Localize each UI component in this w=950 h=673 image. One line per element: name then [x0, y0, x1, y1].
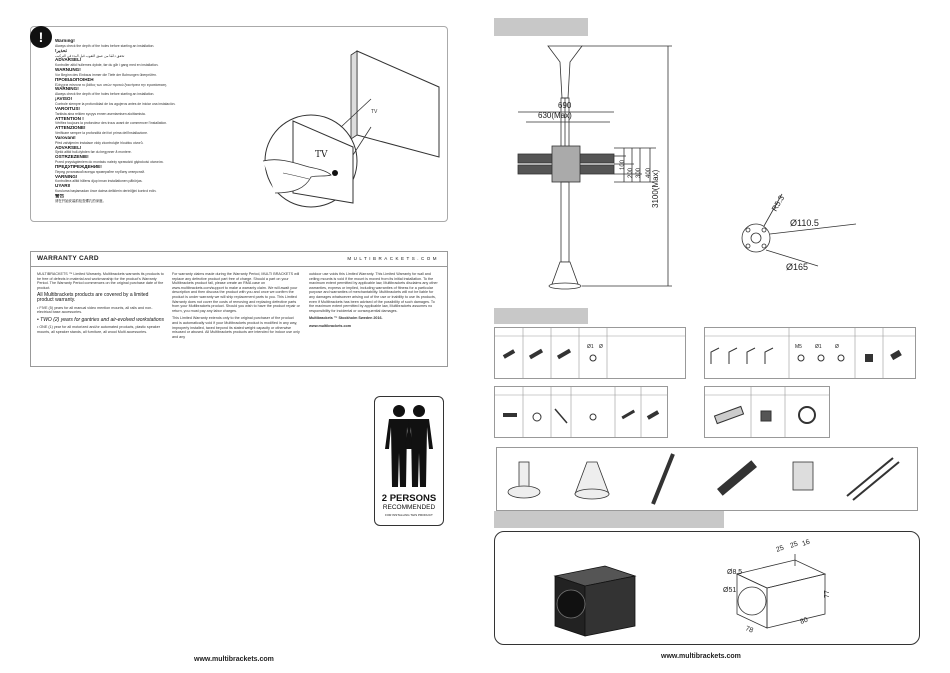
hardware-table-4 — [704, 386, 830, 438]
warning-heading: !تحذير — [55, 48, 67, 53]
washer-label-4: Ø — [835, 344, 839, 350]
warning-line: Controle siempre la profundidad de los a… — [55, 101, 176, 106]
warning-heading: ¡AVISO! — [55, 97, 73, 102]
two-persons-icon — [385, 405, 433, 487]
warning-heading: UYARI! — [55, 184, 71, 189]
dimension-drawing: 690 630(Max) 3100(Max) 100 200 300 400 R… — [517, 45, 857, 290]
dim-16: 16 — [801, 539, 811, 548]
warranty-paragraph: • FIVE (5) years for all manual video me… — [37, 305, 153, 315]
warning-line: تحقق دائمًا من عمق الثقوب قبل البدء في ا… — [55, 53, 125, 58]
warning-heading: ПРЕДУПРЕЖДЕНИЕ! — [55, 164, 102, 169]
warranty-url: www.multibrackets.com — [309, 323, 352, 328]
warning-heading: WARNING! — [55, 87, 79, 92]
warning-line: Always check the depth of the holes befo… — [55, 92, 155, 97]
section-header-bar — [494, 308, 588, 324]
dim-100: 100 — [620, 159, 626, 170]
warranty-column-1: MULTIBRACKETS ™ Limited Warranty. Multib… — [37, 272, 165, 338]
persons-recommended: RECOMMENDED — [382, 504, 436, 511]
warranty-paragraph: Multibrackets ™ Stockholm Sweden 2016. — [309, 316, 383, 321]
dim-630: 630(Max) — [538, 111, 572, 120]
warning-line: Kuruluma başlamadan önce daima delikleri… — [55, 189, 157, 194]
warranty-card-header: WARRANTY CARD MULTIBRACKETS.COM — [31, 252, 447, 267]
tv-label-large: TV — [315, 150, 328, 160]
warning-heading: OSTRZEŻENIE! — [55, 155, 89, 160]
warning-line: Перед установкой всегда проверяйте глуби… — [55, 169, 146, 174]
warranty-paragraph: • ONE (1) year for all motorized and/or … — [37, 325, 161, 334]
warranty-paragraph: For warranty claims made during the Warr… — [172, 272, 300, 313]
warning-heading: VARNING! — [55, 174, 78, 179]
hardware-table-2: M5 Ø1 Ø — [704, 327, 916, 379]
warranty-paragraph: This Limited Warranty extends only to th… — [172, 316, 300, 339]
warning-line: Verificare sempre la profondità dei fori… — [55, 131, 148, 136]
dim-400: 400 — [646, 167, 652, 178]
warning-line: Kontroller altid hullernes dybde, før du… — [55, 63, 159, 68]
warranty-card-brand: MULTIBRACKETS.COM — [347, 256, 439, 261]
warranty-paragraph: • TWO (2) years for gantries and air-evo… — [37, 316, 164, 323]
warranty-column-2: For warranty claims made during the Warr… — [172, 272, 300, 342]
washer-label: Ø1 — [587, 344, 594, 350]
dim-78: 78 — [744, 625, 754, 634]
hardware-table-3 — [494, 386, 668, 438]
warning-heading: Warning! — [55, 39, 75, 43]
washer-label-2: Ø — [599, 344, 603, 350]
warning-heading: Varování! — [55, 135, 76, 140]
dim-200: 200 — [628, 167, 634, 178]
dim-77: 77 — [824, 590, 831, 598]
tv-label-small: TV — [371, 109, 378, 115]
warning-line: 请在开始安装前检查螺孔的深度。 — [55, 198, 106, 203]
warning-line: Před zahájením instalace vždy zkontroluj… — [55, 140, 144, 145]
warning-line: Kontrollera alltid hålens djup innan ins… — [55, 179, 143, 184]
footer-url-left: www.multibrackets.com — [194, 656, 274, 663]
warning-icon: ! — [30, 26, 52, 48]
dim-80: 80 — [799, 617, 809, 626]
dim-phi8: Ø8.5 — [727, 569, 742, 576]
hardware-table-1: Ø1 Ø — [494, 327, 686, 379]
persons-tiny-text: FOR INSTALLING THIS PRODUCT — [385, 513, 433, 517]
warranty-card-title: WARRANTY CARD — [37, 255, 99, 262]
dim-phi51: Ø51 — [723, 587, 736, 594]
warranty-paragraph: All Multibrackets products are covered b… — [37, 292, 149, 303]
washer-label-3: Ø1 — [815, 344, 822, 350]
warning-line: Always check the depth of the holes befo… — [55, 43, 155, 48]
warning-heading: ADVARSEL! — [55, 145, 82, 150]
footer-url-right: www.multibrackets.com — [661, 653, 741, 660]
warning-heading: ΠΡΟΕΙΔΟΠΟΙΗΣΗ — [55, 77, 94, 82]
warning-line: Przed przystąpieniem do montażu należy s… — [55, 160, 164, 165]
two-persons-badge: 2 PERSONS RECOMMENDED FOR INSTALLING THI… — [374, 396, 444, 526]
warranty-card: WARRANTY CARD MULTIBRACKETS.COM MULTIBRA… — [30, 251, 448, 367]
persons-count: 2 PERSONS — [381, 493, 437, 504]
warning-line: Vérifiez toujours la profondeur des trou… — [55, 121, 168, 126]
warning-line: Tarkista aina reikien syvyys ennen asent… — [55, 111, 146, 116]
warranty-paragraph: MULTIBRACKETS ™ Limited Warranty. Multib… — [37, 272, 164, 290]
dim-25b: 25 — [789, 541, 799, 550]
dim-r53: R5.3 — [770, 193, 787, 213]
warranty-column-3: outdoor use voids this Limited Warranty.… — [309, 272, 439, 332]
warning-text-list: Warning!Always check the depth of the ho… — [55, 39, 265, 204]
warning-heading: VAROITUS! — [55, 106, 80, 111]
main-parts-strip — [496, 447, 918, 511]
warning-heading: ATTENTION ! — [55, 116, 84, 121]
dim-165: Ø165 — [786, 262, 808, 272]
dim-300: 300 — [636, 167, 642, 178]
warning-heading: ATTENZIONE! — [55, 126, 86, 131]
dim-690: 690 — [558, 101, 572, 110]
warranty-paragraph: outdoor use voids this Limited Warranty.… — [309, 272, 438, 313]
warning-line: Vor Beginn des Einbaus immer die Tiefe d… — [55, 72, 157, 77]
tv-hole-depth-illustration: TV TV — [262, 50, 440, 208]
warning-heading: WARNUNG! — [55, 68, 81, 73]
dim-3100: 3100(Max) — [651, 169, 660, 208]
warning-line: Sjekk alltid hull-dybden før du begynner… — [55, 150, 132, 155]
dim-110: Ø110.5 — [790, 218, 819, 228]
warning-line: Ελέγχετε πάντοτε το βάθος των οπών προτο… — [55, 82, 168, 87]
dim-25a: 25 — [775, 545, 785, 554]
section-header-bar — [494, 18, 588, 36]
section-header-bar — [494, 511, 724, 528]
m5-label: M5 — [795, 344, 802, 350]
connector-detail-panel: 25 25 16 Ø8.5 Ø51 77 78 80 — [494, 531, 920, 645]
warning-heading: ADVARSEL! — [55, 58, 82, 63]
warning-heading: 警告 — [55, 194, 65, 198]
warning-panel: ! Warning!Always check the depth of the … — [30, 26, 448, 222]
